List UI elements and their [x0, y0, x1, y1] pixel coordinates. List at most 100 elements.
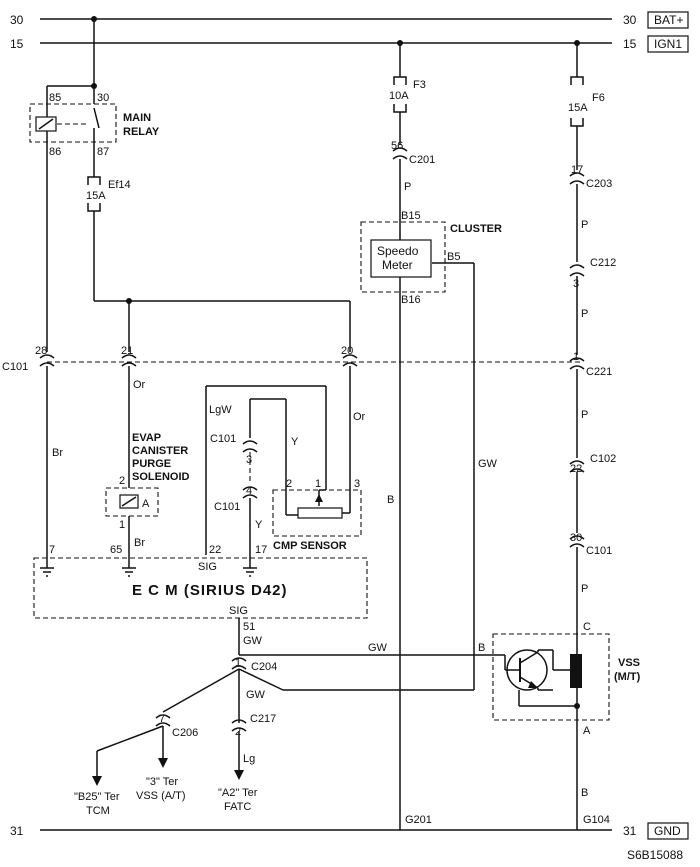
- cmp-pin-2: 2: [286, 478, 292, 490]
- main-relay: 85 30 86 87 MAIN RELAY: [29, 16, 160, 158]
- ign-rail-right-num: 15: [623, 37, 637, 51]
- wire-lg-label: Lg: [243, 753, 255, 765]
- dest-vss-line1: "3" Ter: [146, 776, 178, 788]
- c221-pin: 1: [573, 351, 579, 363]
- c101-cmp-bot-name: C101: [214, 501, 240, 513]
- c206-name: C206: [172, 727, 198, 739]
- c221-connector: 1 C221: [569, 351, 612, 378]
- evap-title-2: CANISTER: [132, 445, 188, 457]
- bat-rail-right-num: 30: [623, 13, 637, 27]
- ground-g104: G104: [583, 814, 610, 826]
- vss-title-line2: (M/T): [614, 671, 641, 683]
- evap-pin-1: 1: [119, 519, 125, 531]
- speedo-line2: Meter: [382, 258, 413, 272]
- evap-canister-purge-solenoid: A 2 1 EVAP CANISTER PURGE SOLENOID: [105, 432, 190, 531]
- ecm-sig-left: SIG: [198, 561, 217, 573]
- gnd-rail-left-num: 31: [10, 824, 24, 838]
- c101-left-name: C101: [2, 361, 28, 373]
- vss-pin-a: A: [583, 725, 591, 737]
- cluster-pin-b5: B5: [447, 251, 460, 263]
- bat-rail: 30 30 BAT+: [10, 11, 689, 29]
- wire-or2-label: Or: [353, 411, 366, 423]
- fuse-ef14-rating: 15A: [86, 190, 106, 202]
- c101-cmp-top-connector: 3 C101: [210, 433, 258, 466]
- wire-p4-label: P: [581, 583, 588, 595]
- ecm: 7 65 22 17 SIG E C M (SIRIUS D42) SIG: [33, 544, 368, 619]
- bat-rail-left-num: 30: [10, 13, 24, 27]
- relay-pin-85: 85: [49, 92, 61, 104]
- destination-vss-at: "3" Ter VSS (A/T): [136, 776, 186, 802]
- fuse-f3: 10A F3: [389, 76, 426, 113]
- c204-name: C204: [251, 661, 277, 673]
- cluster-title: CLUSTER: [450, 223, 502, 235]
- c217-name: C217: [250, 713, 276, 725]
- wire-lgw-label: LgW: [209, 404, 232, 416]
- relay-title-line1: MAIN: [123, 112, 151, 124]
- c101-right-connector: 30 C101: [569, 532, 612, 557]
- ecm-pin-65: 65: [110, 544, 122, 556]
- wire-br2-label: Br: [134, 537, 145, 549]
- ecm-pin-17: 17: [255, 544, 267, 556]
- wire-p2-label: P: [581, 308, 588, 320]
- wire-br-label: Br: [52, 447, 63, 459]
- ecm-pin-7: 7: [49, 544, 55, 556]
- c102-name: C102: [590, 453, 616, 465]
- relay-pin-87: 87: [97, 146, 109, 158]
- relay-title-line2: RELAY: [123, 126, 160, 138]
- gnd-tag: GND: [654, 824, 681, 838]
- c101-right-pin: 30: [570, 532, 582, 544]
- vss-title-line1: VSS: [618, 657, 640, 669]
- fuse-f6-rating: 15A: [568, 102, 588, 114]
- ground-g201: G201: [405, 814, 432, 826]
- cmp-sensor: 2 1 3 CMP SENSOR: [272, 478, 362, 552]
- solenoid-a-marker: A: [142, 498, 150, 510]
- gnd-rail-right-num: 31: [623, 824, 637, 838]
- c204-pin: 1: [235, 657, 241, 669]
- c212-name: C212: [590, 257, 616, 269]
- c201-pin: 56: [391, 140, 403, 152]
- wire-b-vss-label: B: [581, 787, 588, 799]
- speedo-line1: Speedo: [377, 244, 419, 258]
- c101-cmp-top-pin: 3: [246, 454, 252, 466]
- c203-pin: 17: [571, 164, 583, 176]
- c101-cmp-bot-pin: 4: [246, 485, 252, 497]
- relay-pin-30: 30: [97, 92, 109, 104]
- vss-pin-b: B: [478, 642, 485, 654]
- wire-p3-label: P: [581, 409, 588, 421]
- relay-pin-86: 86: [49, 146, 61, 158]
- c101-cmp-bot-connector: 4 C101: [214, 485, 258, 513]
- fuse-ef14-name: Ef14: [108, 179, 131, 191]
- c101-cmp-top-name: C101: [210, 433, 236, 445]
- potentiometer-icon: [297, 507, 343, 519]
- c206-connector: 7 C206: [155, 713, 198, 739]
- gnd-rail: 31 31 GND: [10, 822, 689, 840]
- destination-fatc: "A2" Ter FATC: [218, 787, 258, 813]
- c203-connector: 17 C203: [569, 164, 612, 190]
- c203-name: C203: [586, 178, 612, 190]
- wire-y2-label: Y: [255, 519, 263, 531]
- c217-connector: 2 C217: [231, 713, 276, 738]
- c101-left-connector: C101 28 21 20: [2, 345, 580, 373]
- wire-p1-label: P: [581, 219, 588, 231]
- ecm-title: E C M (SIRIUS D42): [132, 582, 288, 599]
- c101-pin-20: 20: [341, 345, 353, 357]
- c212-pin: 3: [573, 278, 579, 290]
- wire-gw-vss-label: GW: [368, 642, 388, 654]
- evap-title-3: PURGE: [132, 458, 171, 470]
- fuse-f6: 15A F6: [568, 76, 605, 127]
- figure-id: S6B15088: [627, 848, 683, 862]
- dest-fatc-line2: FATC: [224, 801, 251, 813]
- c206-pin: 7: [159, 713, 165, 725]
- ecm-pin-51: 51: [243, 621, 255, 633]
- dest-fatc-line1: "A2" Ter: [218, 787, 258, 799]
- vss-pin-c: C: [583, 621, 591, 633]
- cmp-pin-1: 1: [315, 478, 321, 490]
- c102-pin: 22: [570, 463, 582, 475]
- cluster-pin-b16: B16: [401, 294, 421, 306]
- wire-p-c201-label: P: [404, 181, 411, 193]
- ign-rail-left-num: 15: [10, 37, 24, 51]
- cluster-pin-b15: B15: [401, 210, 421, 222]
- wire-gw-ecm-label: GW: [243, 635, 263, 647]
- c102-connector: 22 C102: [569, 453, 616, 475]
